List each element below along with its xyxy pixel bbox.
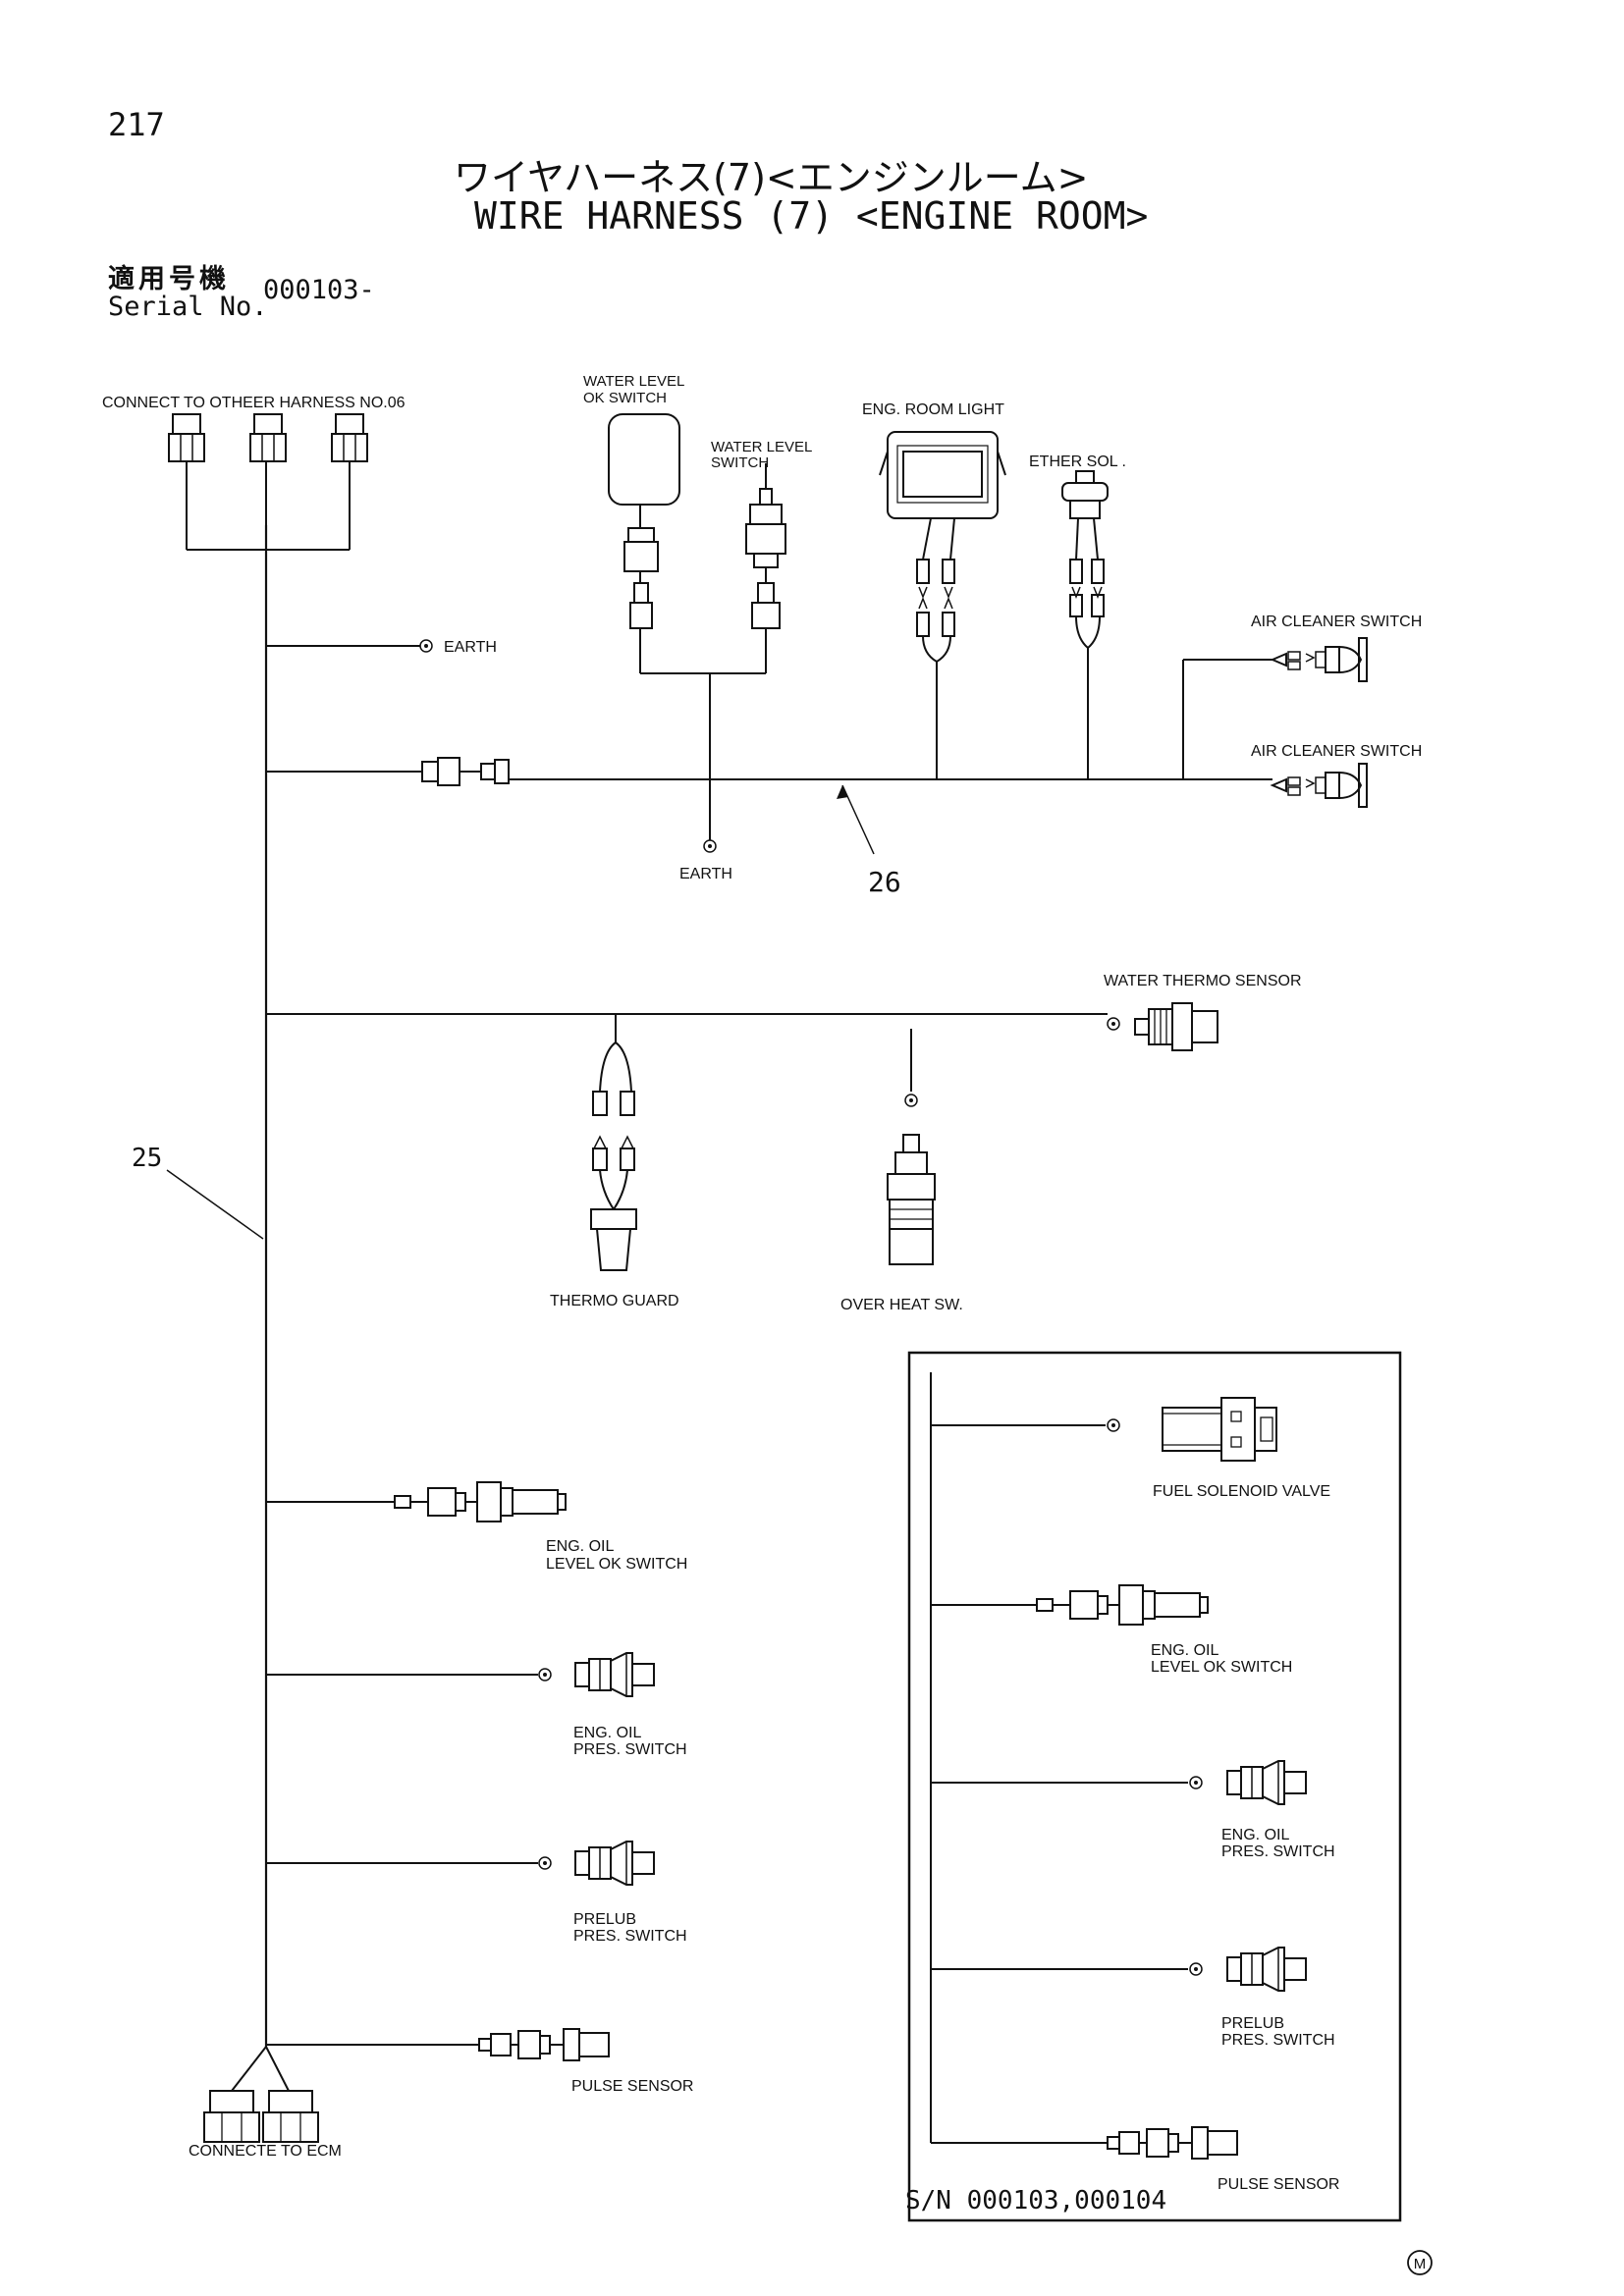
water-thermo-branch (266, 1013, 1120, 1031)
eng-oil-pres-branch (266, 1652, 655, 1697)
water-thermo-sensor (1134, 1002, 1218, 1051)
air-cleaner-switch-1 (1272, 637, 1368, 682)
label-connect-other-harness: CONNECT TO OTHEER HARNESS NO.06 (102, 395, 406, 411)
serial-value: 000103- (263, 275, 375, 305)
page-number: 217 (108, 106, 165, 143)
footer-mark-letter: M (1414, 2256, 1427, 2272)
air-cleaner-switch-2 (1272, 763, 1368, 808)
label-eng-oil-level-1: ENG. OIL (546, 1538, 614, 1555)
footer-mark: M (1407, 2250, 1433, 2275)
serial-label-english: Serial No. (108, 292, 268, 322)
label-water-level-sw-1: WATER LEVEL (711, 439, 812, 455)
main-trunk-25 (231, 525, 290, 2092)
pulse-sensor-branch (266, 2028, 610, 2061)
inset-serial-note: S/N 000103,000104 (905, 2186, 1166, 2216)
label-ether-sol: ETHER SOL . (1029, 454, 1126, 470)
label-water-level-ok-1: WATER LEVEL (583, 373, 684, 390)
eng-oil-level-branch (266, 1481, 567, 1522)
inset-label-eng-oil-pres-2: PRES. SWITCH (1221, 1843, 1335, 1860)
branch-26 (266, 757, 1183, 855)
label-water-thermo: WATER THERMO SENSOR (1104, 973, 1302, 989)
label-eng-oil-level-2: LEVEL OK SWITCH (546, 1556, 687, 1573)
label-part-25: 25 (132, 1144, 162, 1173)
inset-label-eng-oil-pres-1: ENG. OIL (1221, 1827, 1289, 1843)
label-prelub-2: PRES. SWITCH (573, 1928, 687, 1945)
ecm-connectors (203, 2090, 319, 2143)
label-thermo-guard: THERMO GUARD (550, 1293, 679, 1309)
label-eng-room-light: ENG. ROOM LIGHT (862, 401, 1004, 418)
inset-box (907, 1351, 1402, 2222)
water-level-ok-switch (608, 413, 766, 674)
inset-label-prelub-2: PRES. SWITCH (1221, 2032, 1335, 2049)
inset-label-pulse-sensor: PULSE SENSOR (1218, 2176, 1339, 2193)
earth-branch-1 (266, 639, 433, 653)
water-level-switch (745, 463, 786, 673)
harness-06-connectors (168, 413, 368, 551)
serial-label-japanese: 適用号機 (108, 264, 230, 294)
over-heat-switch (887, 1029, 936, 1265)
ether-solenoid (1061, 470, 1109, 779)
eng-room-light (879, 431, 1006, 779)
title-japanese: ワイヤハーネス(7)<エンジンルーム> (454, 156, 1089, 199)
label-over-heat: OVER HEAT SW. (840, 1297, 963, 1313)
label-air-cleaner-2: AIR CLEANER SWITCH (1251, 743, 1422, 760)
label-water-level-sw-2: SWITCH (711, 454, 769, 471)
fuel-solenoid-valve (1162, 1397, 1277, 1462)
label-pulse-sensor: PULSE SENSOR (571, 2078, 693, 2095)
inset-label-eng-oil-level-2: LEVEL OK SWITCH (1151, 1659, 1292, 1676)
label-eng-oil-pres-2: PRES. SWITCH (573, 1741, 687, 1758)
label-part-26: 26 (868, 866, 901, 898)
thermo-guard (590, 1014, 637, 1271)
inset-label-eng-oil-level-1: ENG. OIL (1151, 1642, 1218, 1659)
earth-branch-2 (703, 673, 717, 853)
label-connect-ecm: CONNECTE TO ECM (189, 2143, 342, 2160)
air-cleaner-branch (1182, 659, 1272, 780)
label-eng-oil-pres-1: ENG. OIL (573, 1725, 641, 1741)
label-water-level-ok-2: OK SWITCH (583, 390, 667, 406)
inset-label-prelub-1: PRELUB (1221, 2015, 1284, 2032)
label-earth-2: EARTH (679, 866, 732, 882)
prelub-branch (266, 1841, 655, 1886)
title-english: WIRE HARNESS (7) <ENGINE ROOM> (474, 194, 1149, 238)
label-prelub-1: PRELUB (573, 1911, 636, 1928)
inset-label-fuel-solenoid: FUEL SOLENOID VALVE (1153, 1483, 1330, 1500)
part-25-leader (166, 1169, 264, 1240)
label-earth-1: EARTH (444, 639, 497, 656)
label-air-cleaner-1: AIR CLEANER SWITCH (1251, 614, 1422, 630)
